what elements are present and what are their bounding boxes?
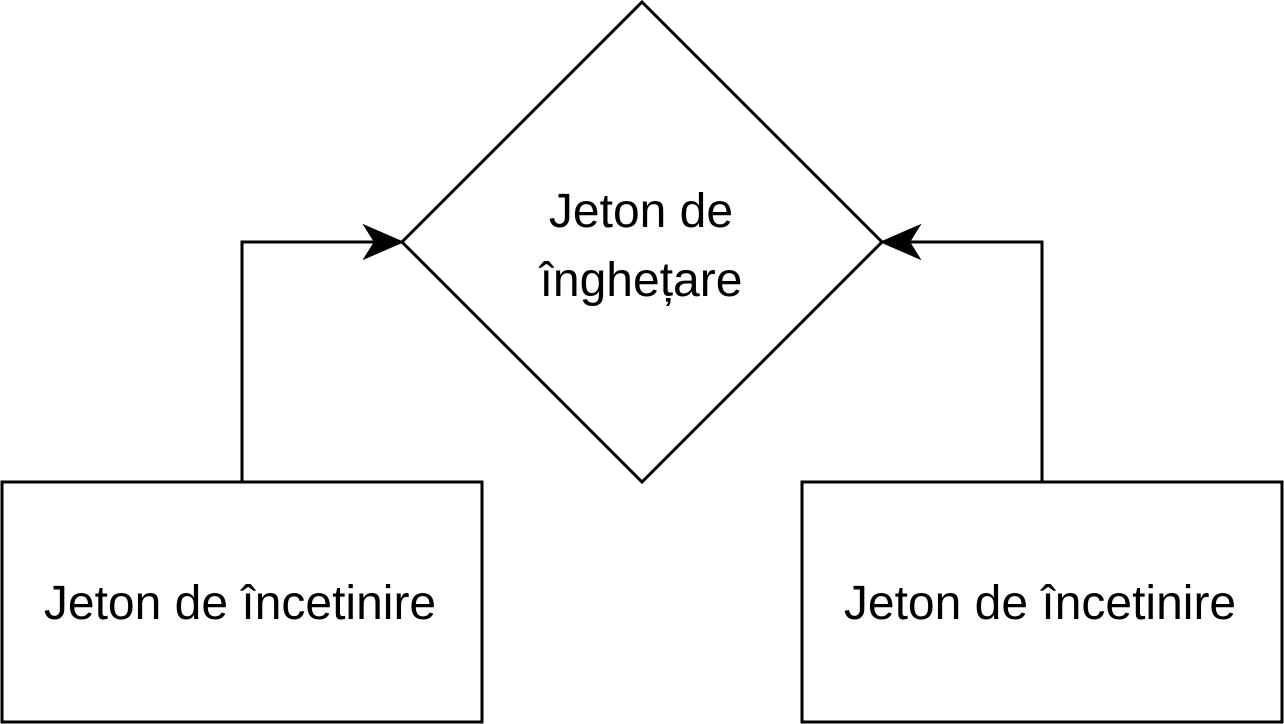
connector-left-line <box>240 240 390 482</box>
decision-node-freeze-token[interactable]: Jeton de înghețare <box>399 0 885 485</box>
process-node-right-slow-token[interactable]: Jeton de încetinire <box>800 480 1284 724</box>
arrowhead-left-icon <box>362 223 405 261</box>
right-box-label: Jeton de încetinire <box>844 577 1236 630</box>
connector-left-to-decision[interactable] <box>240 223 405 482</box>
left-box-label: Jeton de încetinire <box>44 577 436 630</box>
connector-right-line <box>894 240 1044 482</box>
arrowhead-right-icon <box>879 223 922 261</box>
connector-right-to-decision[interactable] <box>879 223 1044 482</box>
left-box-shape <box>0 480 484 724</box>
decision-label-line2: înghețare <box>538 254 743 307</box>
right-box-shape <box>800 480 1284 724</box>
decision-diamond-shape <box>399 0 885 485</box>
decision-label-line1: Jeton de <box>549 185 733 238</box>
process-node-left-slow-token[interactable]: Jeton de încetinire <box>0 480 484 724</box>
